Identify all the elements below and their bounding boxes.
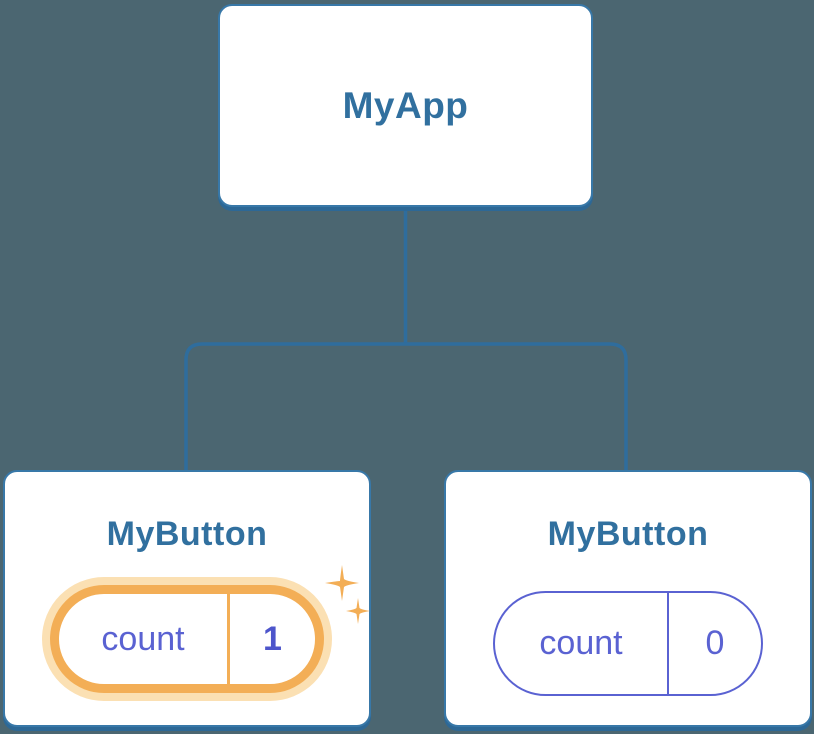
root-component-card: MyApp [218,4,593,207]
sparkle-small [346,598,370,624]
state-value: 1 [263,619,282,658]
connector-bracket [184,342,628,470]
sparkle-large [325,565,359,601]
state-key: count [101,619,185,658]
pill-divider [227,594,230,684]
state-pill-plain: count 0 [493,591,763,696]
root-component-label: MyApp [342,84,469,126]
child-component-label: MyButton [547,515,709,553]
state-key: count [539,624,623,662]
child-component-label: MyButton [106,515,268,553]
state-value: 0 [705,624,725,662]
child-component-card-right: MyButton count 0 [444,470,812,727]
child-component-card-left: MyButton count 1 [3,470,371,727]
state-pill-highlighted: count 1 [50,585,324,693]
pill-divider [667,593,669,694]
sparkles-icon [325,565,370,624]
